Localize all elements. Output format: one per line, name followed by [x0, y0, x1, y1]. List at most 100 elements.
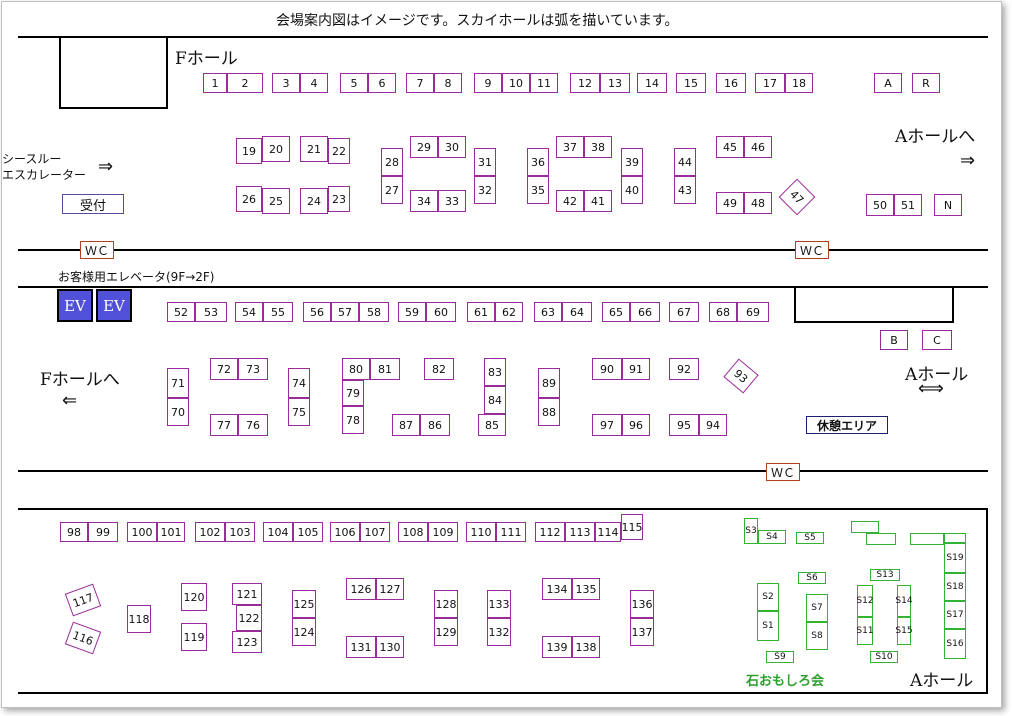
booth-18[interactable]: 18	[785, 73, 813, 93]
booth-37[interactable]: 37	[556, 136, 584, 158]
booth-62[interactable]: 62	[495, 302, 523, 322]
booth-81[interactable]: 81	[370, 358, 400, 380]
wc-lower[interactable]: ＷＣ	[766, 463, 800, 481]
booth-46[interactable]: 46	[744, 136, 772, 158]
booth-14[interactable]: 14	[637, 73, 667, 93]
stone-booth-s15[interactable]: S15	[895, 617, 913, 645]
booth-86[interactable]: 86	[420, 414, 450, 436]
booth-120[interactable]: 120	[181, 583, 207, 611]
booth-111[interactable]: 111	[496, 522, 526, 542]
booth-122[interactable]: 122	[236, 605, 262, 631]
booth-34[interactable]: 34	[410, 190, 438, 212]
stone-booth-s10[interactable]: S10	[870, 651, 898, 663]
booth-137[interactable]: 137	[630, 618, 654, 646]
rest-area[interactable]: 休憩エリア	[806, 416, 888, 434]
booth-49[interactable]: 49	[716, 192, 744, 214]
booth-42[interactable]: 42	[556, 190, 584, 212]
booth-55[interactable]: 55	[263, 302, 293, 322]
booth-10[interactable]: 10	[502, 73, 530, 93]
booth-112[interactable]: 112	[535, 522, 565, 542]
booth-64[interactable]: 64	[562, 302, 592, 322]
booth-114[interactable]: 114	[595, 522, 621, 542]
booth-15[interactable]: 15	[676, 73, 706, 93]
booth-11[interactable]: 11	[530, 73, 558, 93]
booth-16[interactable]: 16	[716, 73, 746, 93]
stone-booth-s4[interactable]: S4	[758, 530, 786, 544]
booth-133[interactable]: 133	[487, 590, 511, 618]
booth-63[interactable]: 63	[534, 302, 562, 322]
booth-88[interactable]: 88	[538, 398, 560, 426]
booth-97[interactable]: 97	[592, 414, 622, 436]
booth-77[interactable]: 77	[210, 414, 238, 436]
booth-9[interactable]: 9	[474, 73, 502, 93]
booth-123[interactable]: 123	[232, 631, 262, 653]
booth-28[interactable]: 28	[381, 148, 403, 176]
booth-84[interactable]: 84	[484, 386, 506, 414]
booth-82[interactable]: 82	[424, 358, 454, 380]
booth-130[interactable]: 130	[376, 636, 404, 658]
stone-booth-s16[interactable]: S16	[944, 629, 966, 659]
booth-43[interactable]: 43	[674, 176, 696, 204]
booth-24[interactable]: 24	[300, 188, 328, 214]
booth-69[interactable]: 69	[737, 302, 769, 322]
booth-92[interactable]: 92	[669, 358, 699, 380]
booth-75[interactable]: 75	[288, 398, 310, 426]
stone-booth-s11[interactable]: S11	[856, 617, 874, 645]
stone-booth-g1[interactable]	[851, 521, 879, 533]
booth-119[interactable]: 119	[181, 623, 207, 651]
wc-left[interactable]: ＷＣ	[80, 241, 114, 259]
to-a-hall-label[interactable]: Aホールへ	[895, 127, 976, 147]
booth-125[interactable]: 125	[292, 590, 316, 618]
wc-right[interactable]: ＷＣ	[795, 241, 829, 259]
booth-56[interactable]: 56	[303, 302, 331, 322]
stone-booth-s3[interactable]: S3	[744, 518, 758, 544]
booth-71[interactable]: 71	[167, 368, 189, 398]
booth-96[interactable]: 96	[622, 414, 650, 436]
booth-79[interactable]: 79	[342, 380, 364, 406]
booth-53[interactable]: 53	[195, 302, 227, 322]
booth-29[interactable]: 29	[410, 136, 438, 158]
booth-65[interactable]: 65	[602, 302, 630, 322]
booth-70[interactable]: 70	[167, 398, 189, 426]
booth-r[interactable]: R	[912, 73, 940, 93]
stone-booth-g4[interactable]	[944, 533, 966, 543]
booth-135[interactable]: 135	[572, 578, 600, 600]
booth-107[interactable]: 107	[360, 522, 390, 542]
booth-27[interactable]: 27	[381, 176, 403, 204]
booth-20[interactable]: 20	[262, 136, 290, 162]
booth-41[interactable]: 41	[584, 190, 612, 212]
booth-118[interactable]: 118	[127, 605, 151, 633]
booth-44[interactable]: 44	[674, 148, 696, 176]
elevator-2[interactable]: EV	[96, 289, 132, 322]
reception-desk[interactable]: 受付	[62, 194, 124, 214]
booth-38[interactable]: 38	[584, 136, 612, 158]
booth-109[interactable]: 109	[428, 522, 458, 542]
stone-booth-s8[interactable]: S8	[806, 622, 828, 650]
booth-51[interactable]: 51	[894, 194, 922, 216]
booth-32[interactable]: 32	[474, 176, 496, 204]
booth-80[interactable]: 80	[342, 358, 370, 380]
a-hall-bottom-label[interactable]: Aホール	[910, 671, 974, 691]
booth-134[interactable]: 134	[542, 578, 572, 600]
stone-booth-s7[interactable]: S7	[806, 594, 828, 622]
booth-83[interactable]: 83	[484, 358, 506, 386]
booth-3[interactable]: 3	[272, 73, 300, 93]
booth-110[interactable]: 110	[466, 522, 496, 542]
booth-102[interactable]: 102	[195, 522, 225, 542]
booth-26[interactable]: 26	[236, 186, 262, 212]
stone-booth-s6[interactable]: S6	[798, 572, 826, 584]
booth-138[interactable]: 138	[572, 636, 600, 658]
stone-booth-s2[interactable]: S2	[757, 583, 779, 611]
booth-101[interactable]: 101	[157, 522, 185, 542]
booth-13[interactable]: 13	[600, 73, 630, 93]
booth-17[interactable]: 17	[755, 73, 785, 93]
booth-59[interactable]: 59	[398, 302, 426, 322]
booth-106[interactable]: 106	[330, 522, 360, 542]
stone-booth-s14[interactable]: S14	[895, 585, 913, 617]
booth-128[interactable]: 128	[434, 590, 458, 618]
booth-95[interactable]: 95	[669, 414, 699, 436]
booth-127[interactable]: 127	[376, 578, 404, 600]
booth-87[interactable]: 87	[392, 414, 420, 436]
booth-35[interactable]: 35	[527, 176, 549, 204]
booth-23[interactable]: 23	[328, 186, 350, 212]
